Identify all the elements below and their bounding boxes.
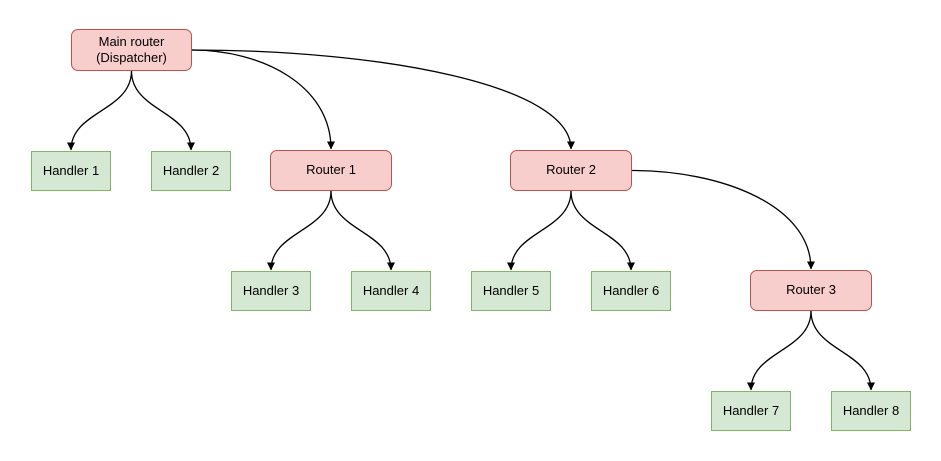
node-router3: Router 3	[750, 270, 872, 311]
node-label: Handler 2	[162, 162, 220, 178]
edge-router3-to-handler7	[747, 310, 812, 391]
node-handler8: Handler 8	[831, 391, 911, 431]
edge-router2-to-handler5	[507, 190, 572, 271]
node-main: Main router (Dispatcher)	[71, 29, 192, 71]
node-handler3: Handler 3	[231, 271, 311, 311]
node-handler4: Handler 4	[351, 271, 431, 311]
node-router1: Router 1	[270, 150, 392, 191]
node-router2: Router 2	[510, 150, 632, 191]
edge-router1-to-handler4	[330, 190, 395, 271]
node-handler6: Handler 6	[591, 271, 671, 311]
node-handler7: Handler 7	[711, 391, 791, 431]
node-label: Handler 6	[602, 282, 660, 298]
node-label: Main router (Dispatcher)	[96, 33, 167, 65]
node-label: Handler 3	[242, 282, 300, 298]
node-label: Handler 5	[482, 282, 540, 298]
node-label: Handler 7	[722, 402, 780, 418]
node-label: Handler 4	[362, 282, 420, 298]
node-handler1: Handler 1	[31, 151, 111, 191]
edge-router2-to-handler6	[570, 190, 635, 271]
node-label: Router 3	[786, 282, 836, 298]
edge-router1-to-handler3	[267, 190, 332, 271]
node-label: Handler 1	[42, 162, 100, 178]
node-label: Handler 8	[842, 402, 900, 418]
node-handler5: Handler 5	[471, 271, 551, 311]
edge-main-to-router1	[191, 49, 335, 150]
edge-group	[67, 49, 875, 391]
edge-router2-to-router3	[631, 169, 815, 270]
node-label: Router 1	[306, 162, 356, 178]
edge-router3-to-handler8	[810, 310, 875, 391]
edge-main-to-handler1	[67, 70, 133, 151]
edge-main-to-handler2	[130, 70, 195, 151]
node-label: Router 2	[546, 162, 596, 178]
node-handler2: Handler 2	[151, 151, 231, 191]
edge-main-to-router2	[191, 49, 575, 150]
